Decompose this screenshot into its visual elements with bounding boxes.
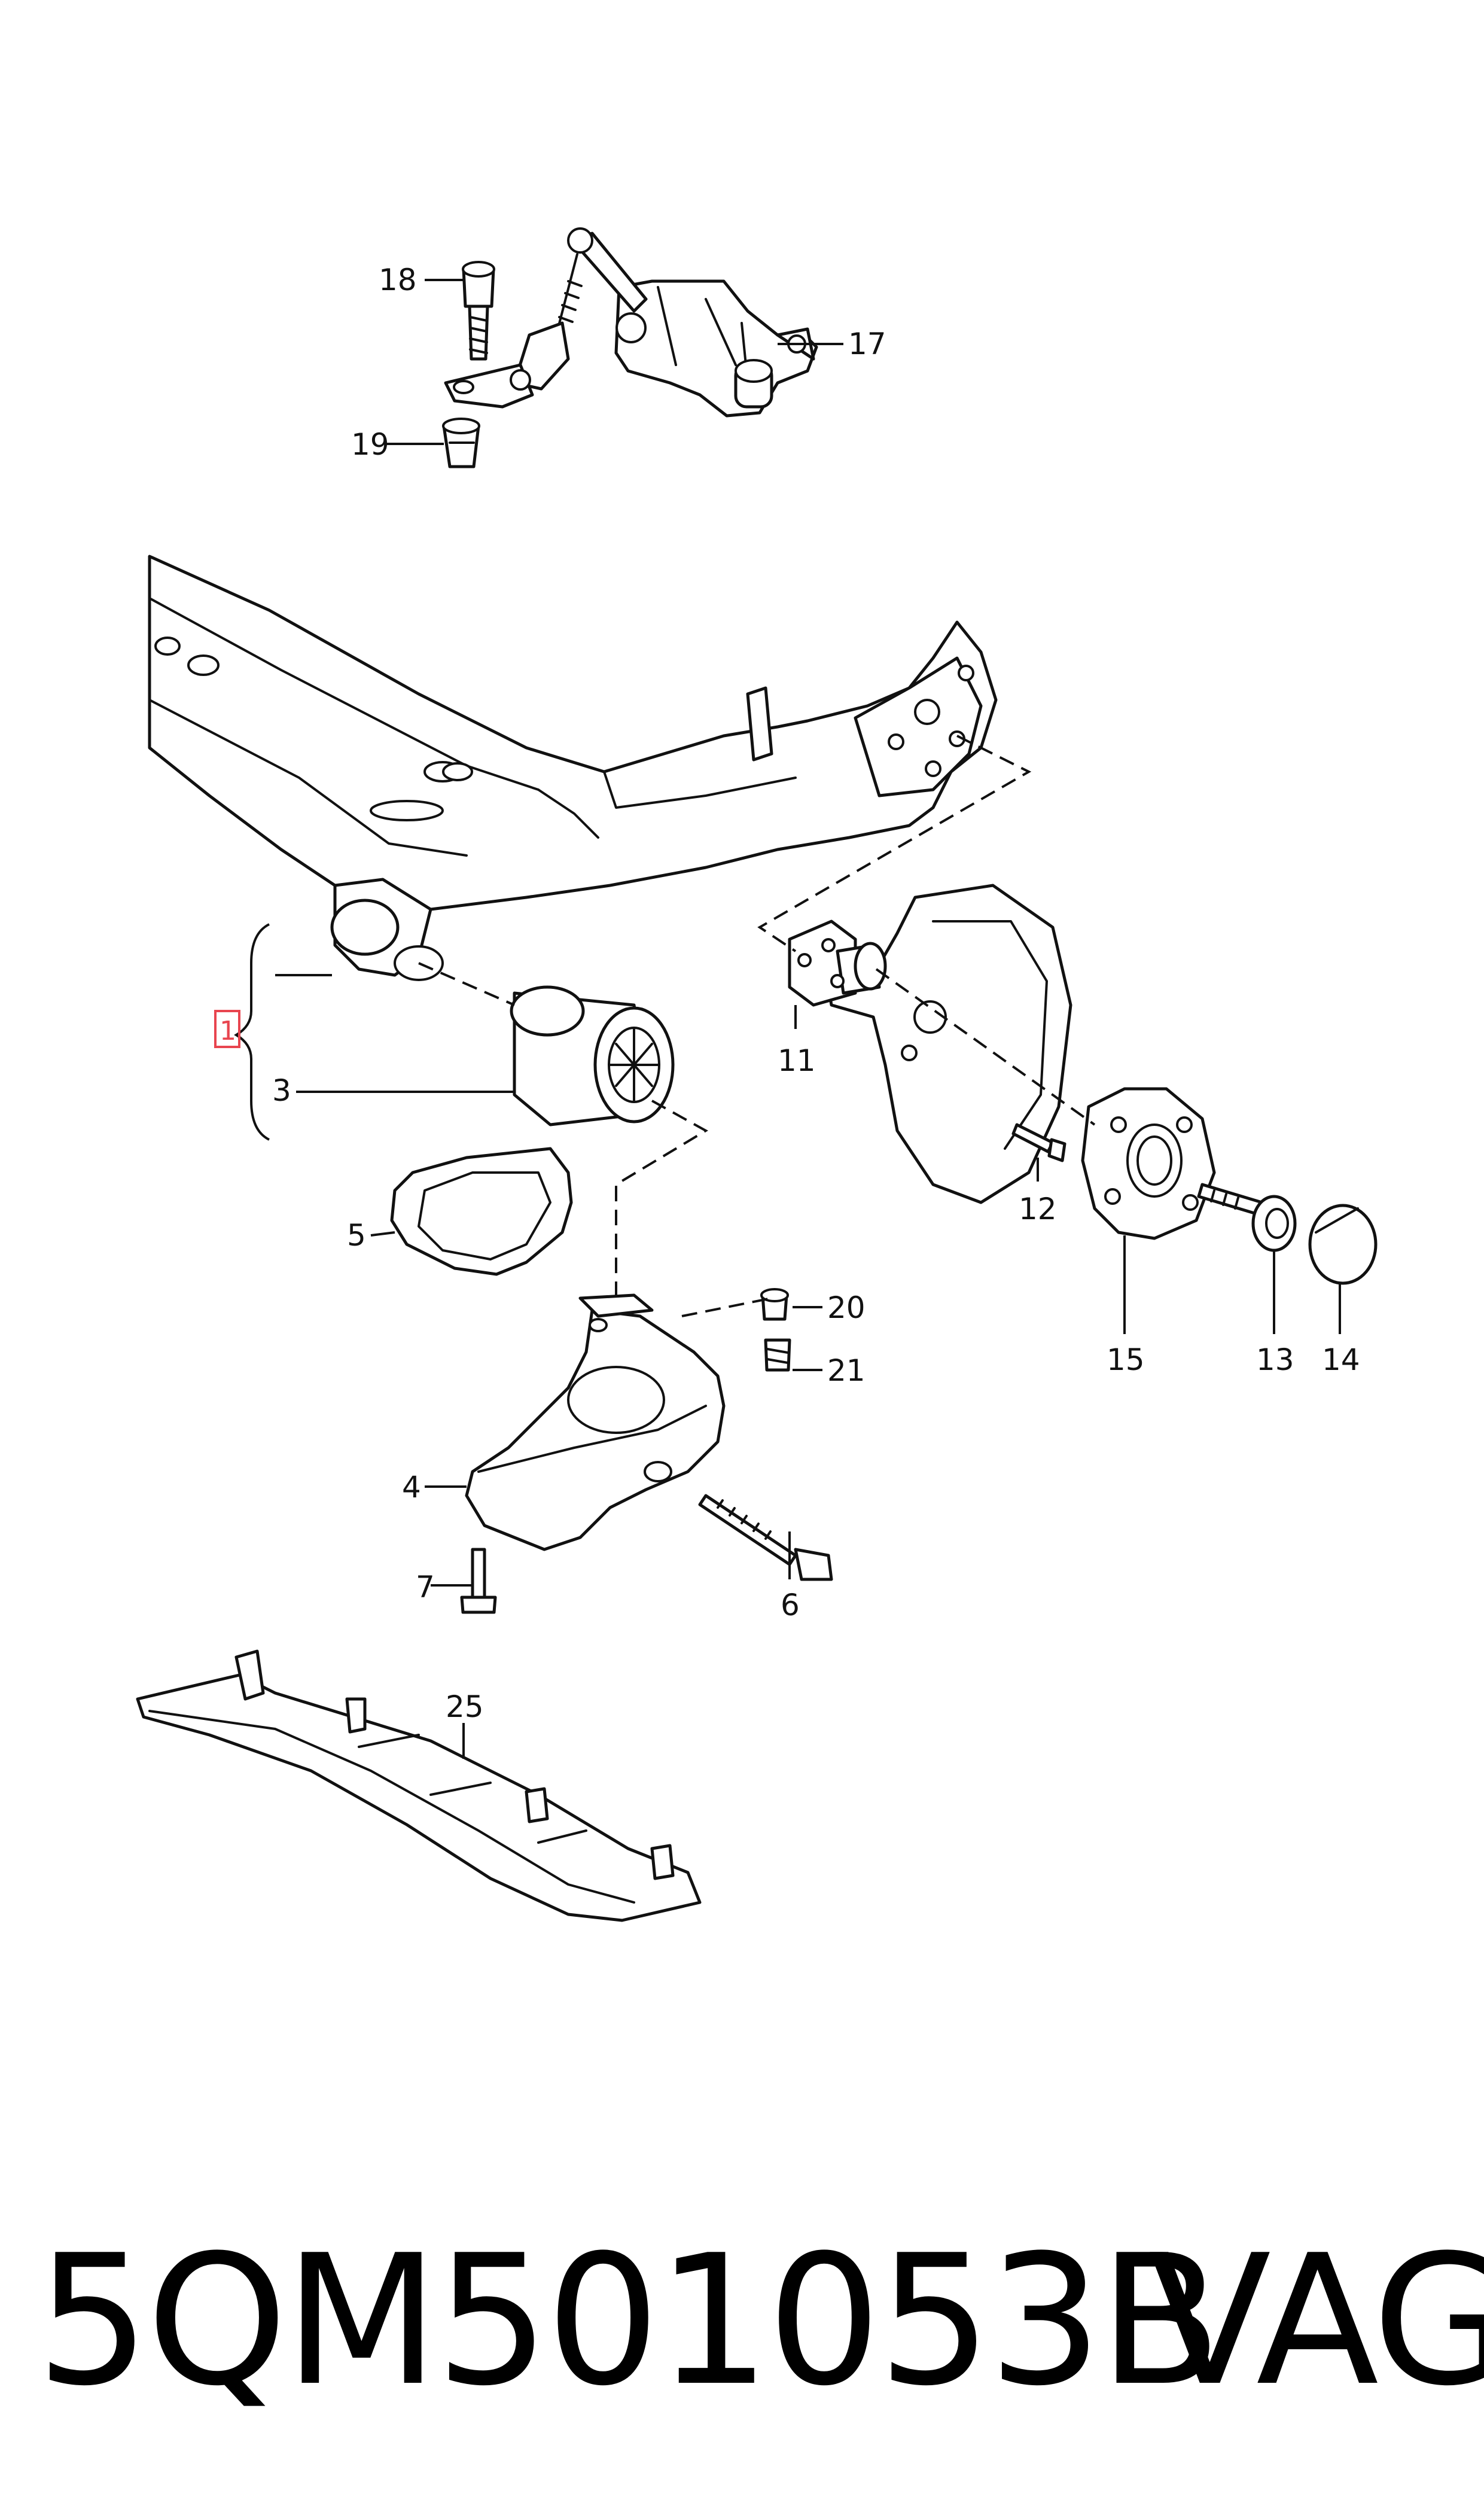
callout-1: 1 [220,1016,236,1046]
callouts: 1 3 4 5 6 7 11 12 13 14 15 17 18 19 20 2… [214,263,1360,1724]
leader-lines [234,279,1341,1759]
callout-13: 13 [1256,1342,1294,1377]
bushing-3 [510,985,675,1126]
cap-14 [1308,1204,1378,1285]
pad-5 [390,1147,573,1276]
stub-axle-11 [788,919,887,1007]
wheel-hub-15 [1081,1087,1216,1240]
bolt-20 [760,1288,789,1321]
bolt-18 [462,261,495,361]
callout-7: 7 [416,1570,435,1604]
hub-bolt-13 [1197,1183,1297,1252]
level-sensor-assembly [444,227,818,418]
callout-17: 17 [848,327,886,361]
rear-axle-beam [148,555,998,981]
underbody-panel-25 [136,1649,702,1922]
callout-14: 14 [1322,1342,1360,1377]
bolt-12 [1011,1123,1066,1162]
bolt-6 [698,1494,833,1581]
callout-19: 19 [351,427,389,462]
callout-12: 12 [1019,1192,1057,1226]
assembly-dash-lines [418,735,1096,1317]
callout-15: 15 [1107,1342,1145,1377]
callout-20: 20 [827,1290,866,1325]
callout-18: 18 [379,263,417,297]
bracket-4 [465,1293,726,1551]
callout-25: 25 [446,1689,484,1724]
callout-4: 4 [402,1470,421,1505]
callout-11: 11 [778,1043,816,1078]
callout-6: 6 [781,1588,800,1622]
callout-3: 3 [272,1073,291,1108]
callout-5: 5 [347,1218,366,1253]
bolt-21 [764,1338,791,1372]
brand-caption: VAG [1148,2216,1484,2425]
backplate [824,884,1072,1204]
part-number-caption: 5QM501053B [36,2216,1222,2425]
rivet-nut-19 [442,418,480,468]
bolt-7 [460,1548,497,1614]
callout-21: 21 [827,1353,866,1388]
highlight-box-1 [214,1010,240,1048]
